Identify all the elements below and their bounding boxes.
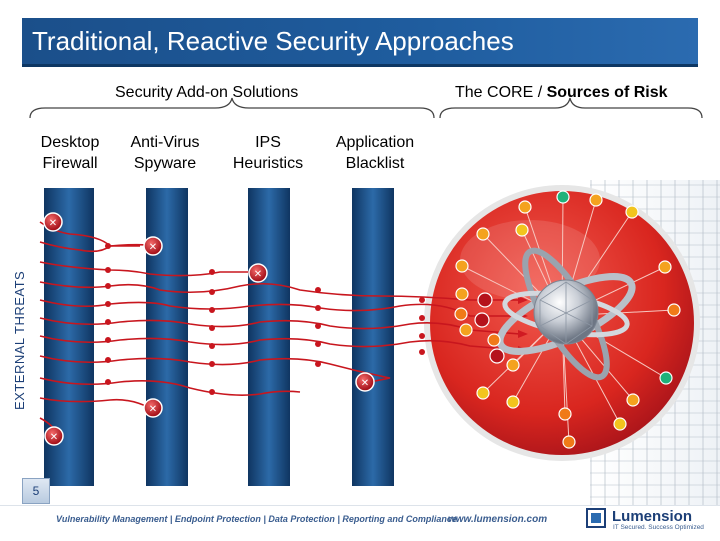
junction-dot bbox=[209, 289, 215, 295]
risk-node bbox=[589, 193, 603, 207]
svg-text:✕: ✕ bbox=[50, 432, 58, 443]
svg-text:✕: ✕ bbox=[49, 218, 57, 229]
junction-dot bbox=[209, 269, 215, 275]
junction-dot bbox=[105, 319, 111, 325]
threat-path-3 bbox=[39, 261, 258, 277]
risk-node bbox=[659, 371, 673, 385]
junction-dot bbox=[105, 267, 111, 273]
column-label-ips-heuristics: IPS Heuristics bbox=[232, 134, 304, 172]
atom-nucleus-mesh bbox=[539, 281, 593, 345]
brace-left bbox=[29, 97, 435, 119]
junction-dot bbox=[209, 307, 215, 313]
risk-node bbox=[506, 358, 520, 372]
junction-dot bbox=[315, 323, 321, 329]
header-security-addons: Security Add-on Solutions bbox=[115, 84, 299, 101]
junction-dot bbox=[315, 361, 321, 367]
threat-path-2 bbox=[39, 241, 151, 253]
column-label-antivirus-spyware: Anti-Virus Spyware bbox=[130, 134, 200, 172]
junction-dots bbox=[105, 243, 425, 395]
risk-node bbox=[476, 227, 490, 241]
header-core-emphasis: Sources of Risk bbox=[546, 84, 668, 101]
svg-text:✕: ✕ bbox=[361, 378, 369, 389]
junction-dot bbox=[209, 325, 215, 331]
risk-nodes bbox=[454, 190, 681, 449]
blocked-threat-marker-antivirus-1: ✕ bbox=[143, 236, 163, 256]
junction-dot bbox=[315, 341, 321, 347]
risk-node bbox=[625, 205, 639, 219]
threat-path-10 bbox=[39, 397, 151, 409]
junction-dot bbox=[105, 379, 111, 385]
risk-node bbox=[455, 259, 469, 273]
risk-node-breached bbox=[477, 292, 493, 308]
core-atom bbox=[496, 247, 636, 381]
risk-node bbox=[626, 393, 640, 407]
risk-node bbox=[562, 435, 576, 449]
junction-dot bbox=[105, 337, 111, 343]
risk-node bbox=[506, 395, 520, 409]
junction-dot bbox=[105, 301, 111, 307]
junction-dot bbox=[419, 333, 425, 339]
junction-dot bbox=[315, 305, 321, 311]
junction-dot bbox=[419, 349, 425, 355]
page-title: Traditional, Reactive Security Approache… bbox=[32, 26, 514, 56]
junction-dot bbox=[419, 297, 425, 303]
risk-node bbox=[476, 386, 490, 400]
threat-path-6 bbox=[39, 317, 521, 335]
pillar-application-blacklist bbox=[352, 188, 394, 486]
risk-node bbox=[487, 333, 501, 347]
svg-text:✕: ✕ bbox=[149, 404, 157, 415]
junction-dot bbox=[419, 315, 425, 321]
risk-node bbox=[455, 287, 469, 301]
arrow-entry-1 bbox=[518, 296, 528, 304]
risk-node bbox=[667, 303, 681, 317]
svg-text:✕: ✕ bbox=[254, 269, 262, 280]
column-label-application-blacklist: Application Blacklist bbox=[335, 134, 415, 172]
risk-node-breached bbox=[489, 348, 505, 364]
pillar-antivirus-spyware bbox=[146, 188, 188, 486]
brace-right bbox=[439, 97, 703, 119]
blocked-threat-marker-ips-1: ✕ bbox=[248, 263, 268, 283]
svg-text:✕: ✕ bbox=[149, 242, 157, 253]
pillar-ips-heuristics bbox=[248, 188, 290, 486]
junction-dot bbox=[209, 343, 215, 349]
threat-diagram: ✕ ✕ ✕ ✕ ✕ ✕ bbox=[29, 97, 703, 486]
junction-dot bbox=[209, 389, 215, 395]
header-core-risk: The CORE / Sources of Risk bbox=[455, 82, 668, 103]
risk-node bbox=[518, 200, 532, 214]
risk-node bbox=[558, 407, 572, 421]
blocked-threat-marker-firewall-2: ✕ bbox=[44, 426, 64, 446]
brand-tagline: IT Secured. Success Optimized bbox=[613, 524, 704, 531]
column-label-desktop-firewall: Desktop Firewall bbox=[40, 134, 100, 172]
risk-node bbox=[658, 260, 672, 274]
title-bar: Traditional, Reactive Security Approache… bbox=[22, 18, 698, 67]
blocked-threat-markers: ✕ ✕ ✕ ✕ ✕ ✕ bbox=[43, 212, 375, 446]
footer-url[interactable]: www.lumension.com bbox=[448, 514, 548, 525]
junction-dot bbox=[315, 287, 321, 293]
header-core-prefix: The CORE / bbox=[455, 84, 547, 101]
brand-name: Lumension bbox=[612, 508, 693, 525]
blocked-threat-marker-blacklist-1: ✕ bbox=[355, 372, 375, 392]
risk-node bbox=[613, 417, 627, 431]
threat-path-7 bbox=[39, 335, 521, 351]
risk-node bbox=[515, 223, 529, 237]
risk-node bbox=[454, 307, 468, 321]
risk-node bbox=[459, 323, 473, 337]
page-number: 5 bbox=[22, 478, 50, 504]
junction-dot bbox=[209, 361, 215, 367]
risk-node bbox=[556, 190, 570, 204]
junction-dot bbox=[105, 283, 111, 289]
lumension-logo-icon bbox=[586, 508, 606, 528]
footer-tagline-products: Vulnerability Management | Endpoint Prot… bbox=[56, 514, 457, 524]
threat-path-9 bbox=[39, 377, 301, 396]
junction-dot bbox=[105, 357, 111, 363]
risk-node-breached bbox=[474, 312, 490, 328]
blocked-threat-marker-firewall-1: ✕ bbox=[43, 212, 63, 232]
junction-dot bbox=[105, 243, 111, 249]
arrow-entry-3 bbox=[518, 330, 528, 338]
blocked-threat-marker-antivirus-2: ✕ bbox=[143, 398, 163, 418]
